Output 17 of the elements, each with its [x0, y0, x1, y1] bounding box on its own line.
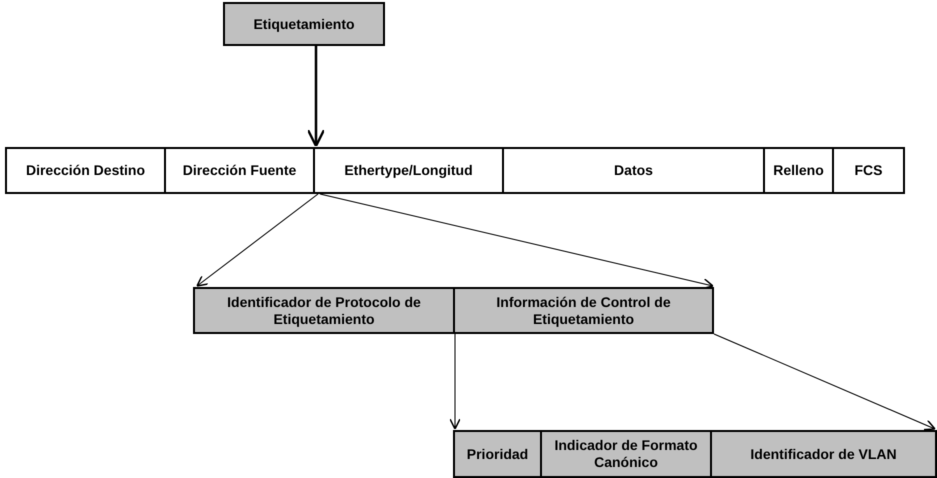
frame-field: Dirección Destino [5, 147, 166, 194]
arrow [196, 194, 318, 287]
frame-field: Identificador de VLAN [710, 430, 937, 478]
arrow [714, 334, 936, 430]
tag-box: Etiquetamiento [223, 2, 385, 46]
frame-field: Información de Control de Etiquetamiento [453, 287, 714, 334]
frame-field: Relleno [763, 147, 834, 194]
frame-field: Identificador de Protocolo de Etiquetamiento [193, 287, 455, 334]
arrow [306, 46, 326, 148]
frame-field: Ethertype/Longitud [313, 147, 504, 194]
frame-field: Dirección Fuente [164, 147, 315, 194]
arrow [449, 334, 461, 430]
frame-field: Indicador de Formato Canónico [540, 430, 712, 478]
frame-field: Datos [502, 147, 765, 194]
frame-field: FCS [832, 147, 905, 194]
arrow [320, 194, 714, 290]
frame-field: Prioridad [453, 430, 542, 478]
